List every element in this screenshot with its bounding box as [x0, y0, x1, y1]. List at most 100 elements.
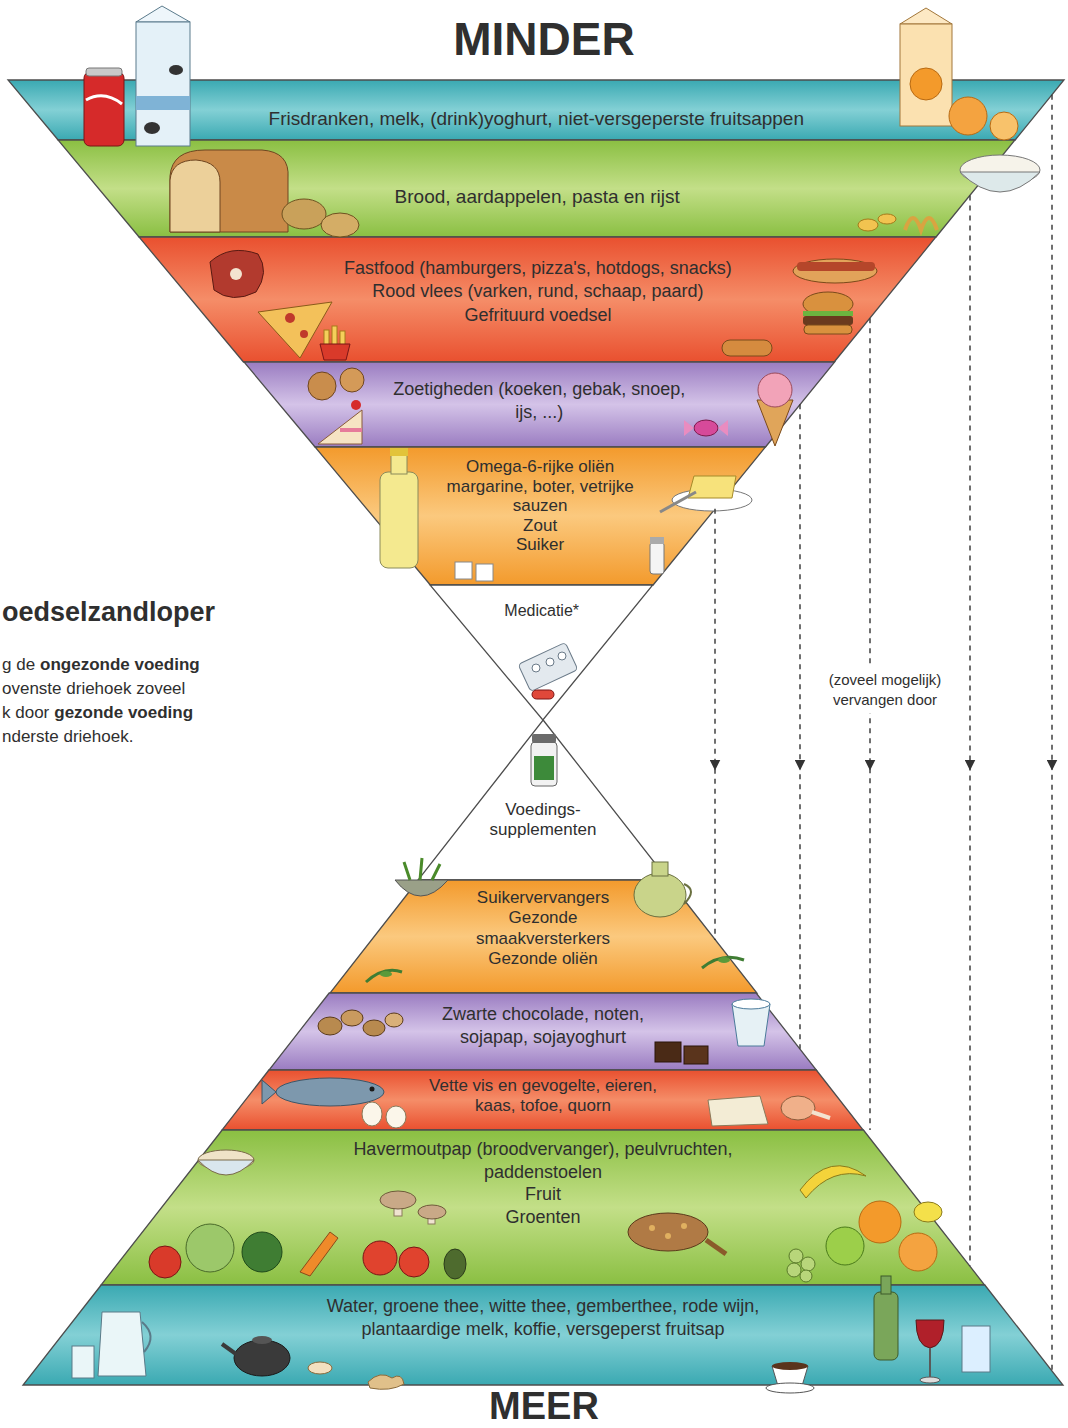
- caption-line: g deongezonde voeding: [2, 655, 205, 675]
- medication-triangle: Medicatie*: [430, 585, 653, 720]
- heading-meer: MEER: [334, 1387, 754, 1425]
- vegetables-part: [242, 1232, 282, 1272]
- band-text: Fastfood (hamburgers, pizza's, hotdogs, …: [268, 257, 808, 280]
- band-text: Suikervervangers: [453, 888, 633, 908]
- hamburger-part: [803, 292, 853, 316]
- hamburger: [803, 292, 853, 334]
- band-fill: [418, 720, 668, 880]
- dark-chocolate-part: [684, 1046, 708, 1064]
- vegetables-part: [149, 1246, 181, 1278]
- vegetables-part: [186, 1224, 234, 1272]
- potatoes-part: [321, 213, 359, 237]
- teapot-part: [234, 1340, 290, 1376]
- caption-line: nderste driehoek.: [2, 727, 138, 747]
- coffee-cup-part: [772, 1362, 808, 1370]
- hamburger-part: [803, 316, 853, 325]
- cookies-part: [340, 368, 364, 392]
- supplement-bottle-part: [532, 734, 556, 743]
- vegetables-part: [363, 1241, 397, 1275]
- starch-band: Brood, aardappelen, pasta en rijst: [58, 140, 1015, 237]
- juice-carton-part: [900, 24, 952, 126]
- soy-yoghurt-part: [732, 999, 770, 1009]
- band-text: Water, groene thee, witte thee, gemberth…: [283, 1295, 803, 1340]
- fruit-part: [801, 1257, 815, 1271]
- caption-text: k door: [2, 703, 49, 723]
- supplement-bottle: [531, 734, 557, 786]
- protein-band: Vette vis en gevogelte, eieren, kaas, to…: [222, 1070, 863, 1130]
- fries-part: [320, 344, 350, 360]
- cola-can-part: [84, 72, 124, 146]
- band-fill: [222, 1070, 863, 1130]
- steak: [210, 250, 264, 297]
- croquette-part: [722, 340, 772, 356]
- oil-bottle-part: [391, 454, 407, 474]
- band-text: Voedings- supplementen: [478, 800, 608, 841]
- nuts-part: [318, 1017, 342, 1035]
- band-text-group: Omega-6-rijke oliën margarine, boter, ve…: [445, 457, 635, 555]
- band-text: Omega-6-rijke oliën margarine, boter, ve…: [445, 457, 635, 516]
- supplements-triangle: Voedings- supplementen: [418, 720, 668, 880]
- caption-text: g de: [2, 655, 35, 675]
- wine-bottle-part: [874, 1292, 898, 1360]
- water-jug-part: [98, 1312, 146, 1376]
- fruit-part: [787, 1263, 801, 1277]
- caption-text: ovenste driehoek zoveel: [2, 679, 185, 699]
- snacks-band: Zwarte chocolade, noten, sojapap, sojayo…: [269, 993, 816, 1070]
- hotdog-part: [797, 262, 875, 271]
- herb-sprigs-part: [718, 957, 730, 963]
- nuts-part: [341, 1010, 363, 1026]
- cheese-tofu-part: [708, 1096, 768, 1126]
- band-text-group: Zoetigheden (koeken, gebak, snoep, ijs, …: [389, 378, 689, 423]
- band-text: Gezonde smaakversterkers: [453, 908, 633, 949]
- bread-loaf: [170, 150, 288, 232]
- hamburger-part: [803, 311, 853, 316]
- fastfood-band: Fastfood (hamburgers, pizza's, hotdogs, …: [139, 237, 936, 362]
- oranges-part: [990, 112, 1018, 140]
- oil-bottle-part: [390, 448, 408, 456]
- fruit-part: [899, 1233, 937, 1271]
- wine-glass-part: [929, 1348, 931, 1378]
- band-text-group: Frisdranken, melk, (drink)yoghurt, niet-…: [206, 108, 866, 131]
- band-text: Brood, aardappelen, pasta en rijst: [287, 186, 787, 209]
- potatoes-part: [282, 199, 326, 229]
- sugar-cubes-part: [455, 562, 472, 579]
- band-text-group: Fastfood (hamburgers, pizza's, hotdogs, …: [268, 257, 808, 327]
- band-text: Havermoutpap (broodvervanger), peulvruch…: [308, 1138, 778, 1183]
- steak-part: [210, 250, 264, 297]
- water-jug: [98, 1312, 151, 1376]
- band-text-group: SuikervervangersGezonde smaakversterkers…: [453, 888, 633, 970]
- milk-carton-part: [136, 6, 190, 22]
- hotdog: [793, 259, 877, 283]
- replace-arrow: [799, 404, 800, 1048]
- caption-title: oedselzandloper: [2, 596, 322, 628]
- fruit-part: [859, 1201, 901, 1243]
- replace-arrow: [714, 509, 715, 940]
- salt-shaker: [650, 537, 664, 574]
- coffee-cup-part: [766, 1383, 814, 1393]
- cheese-tofu: [708, 1096, 768, 1126]
- cola-can-part: [86, 68, 122, 76]
- replace-arrow: [969, 195, 970, 1266]
- band-text-group: Medicatie*: [472, 601, 612, 620]
- plant-food-band: Havermoutpap (broodvervanger), peulvruch…: [101, 1130, 985, 1285]
- wine-bottle-part: [881, 1276, 891, 1294]
- band-fill: [58, 140, 1015, 237]
- band-text: Fruit: [308, 1183, 778, 1206]
- fish-part: [370, 1087, 375, 1092]
- milk-carton-part: [136, 22, 190, 146]
- supplement-bottle-part: [531, 742, 557, 786]
- pizza-slice-part: [285, 313, 295, 323]
- pills-part: [532, 690, 554, 699]
- fries: [320, 326, 350, 360]
- crisps-part: [858, 219, 878, 231]
- caption-line: ovenste driehoek zoveel: [2, 679, 190, 699]
- butter-part: [688, 476, 736, 498]
- mushrooms-part: [418, 1205, 446, 1219]
- lentil-scoop-part: [649, 1225, 655, 1231]
- band-fill: [23, 1285, 1063, 1385]
- band-text: Gefrituurd voedsel: [268, 304, 808, 327]
- replace-note: (zoveel mogelijk) vervangen door: [810, 668, 960, 713]
- band-text: Rood vlees (varken, rund, schaap, paard): [268, 280, 808, 303]
- sugar-cubes-part: [476, 564, 493, 581]
- band-text-group: Water, groene thee, witte thee, gemberth…: [283, 1295, 803, 1340]
